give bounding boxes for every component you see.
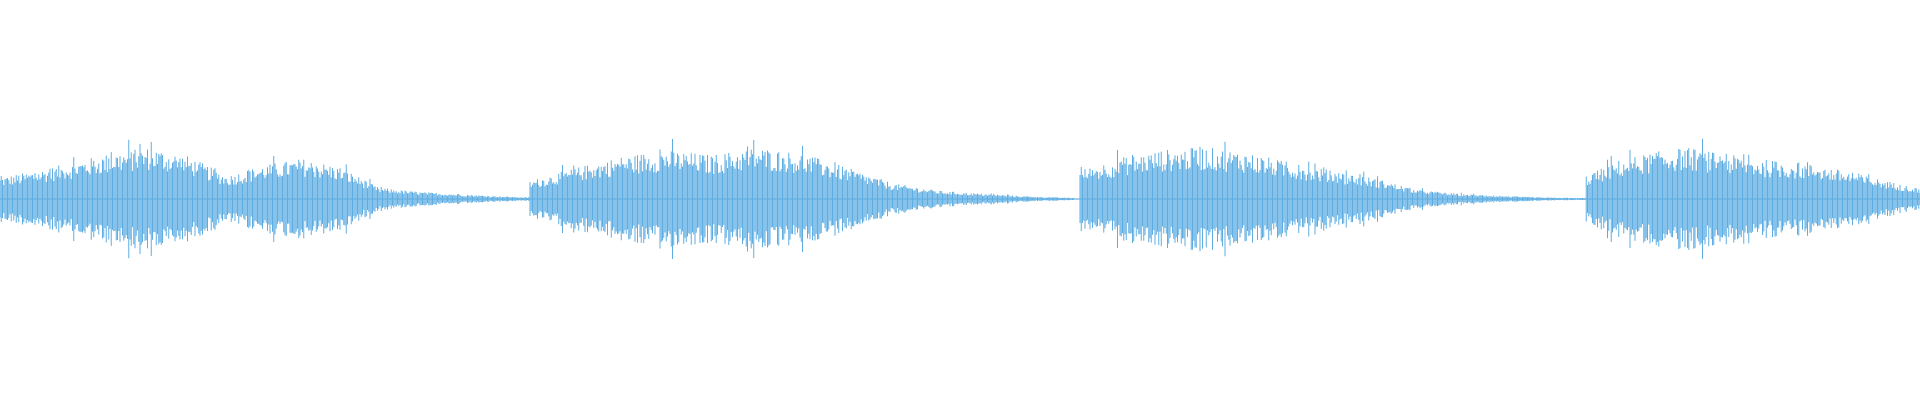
waveform-bars [0,138,1920,260]
